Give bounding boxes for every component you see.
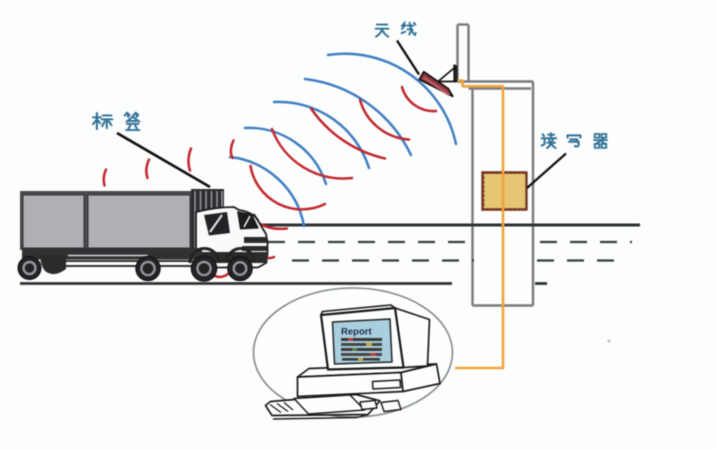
svg-text:Report: Report	[341, 327, 372, 338]
